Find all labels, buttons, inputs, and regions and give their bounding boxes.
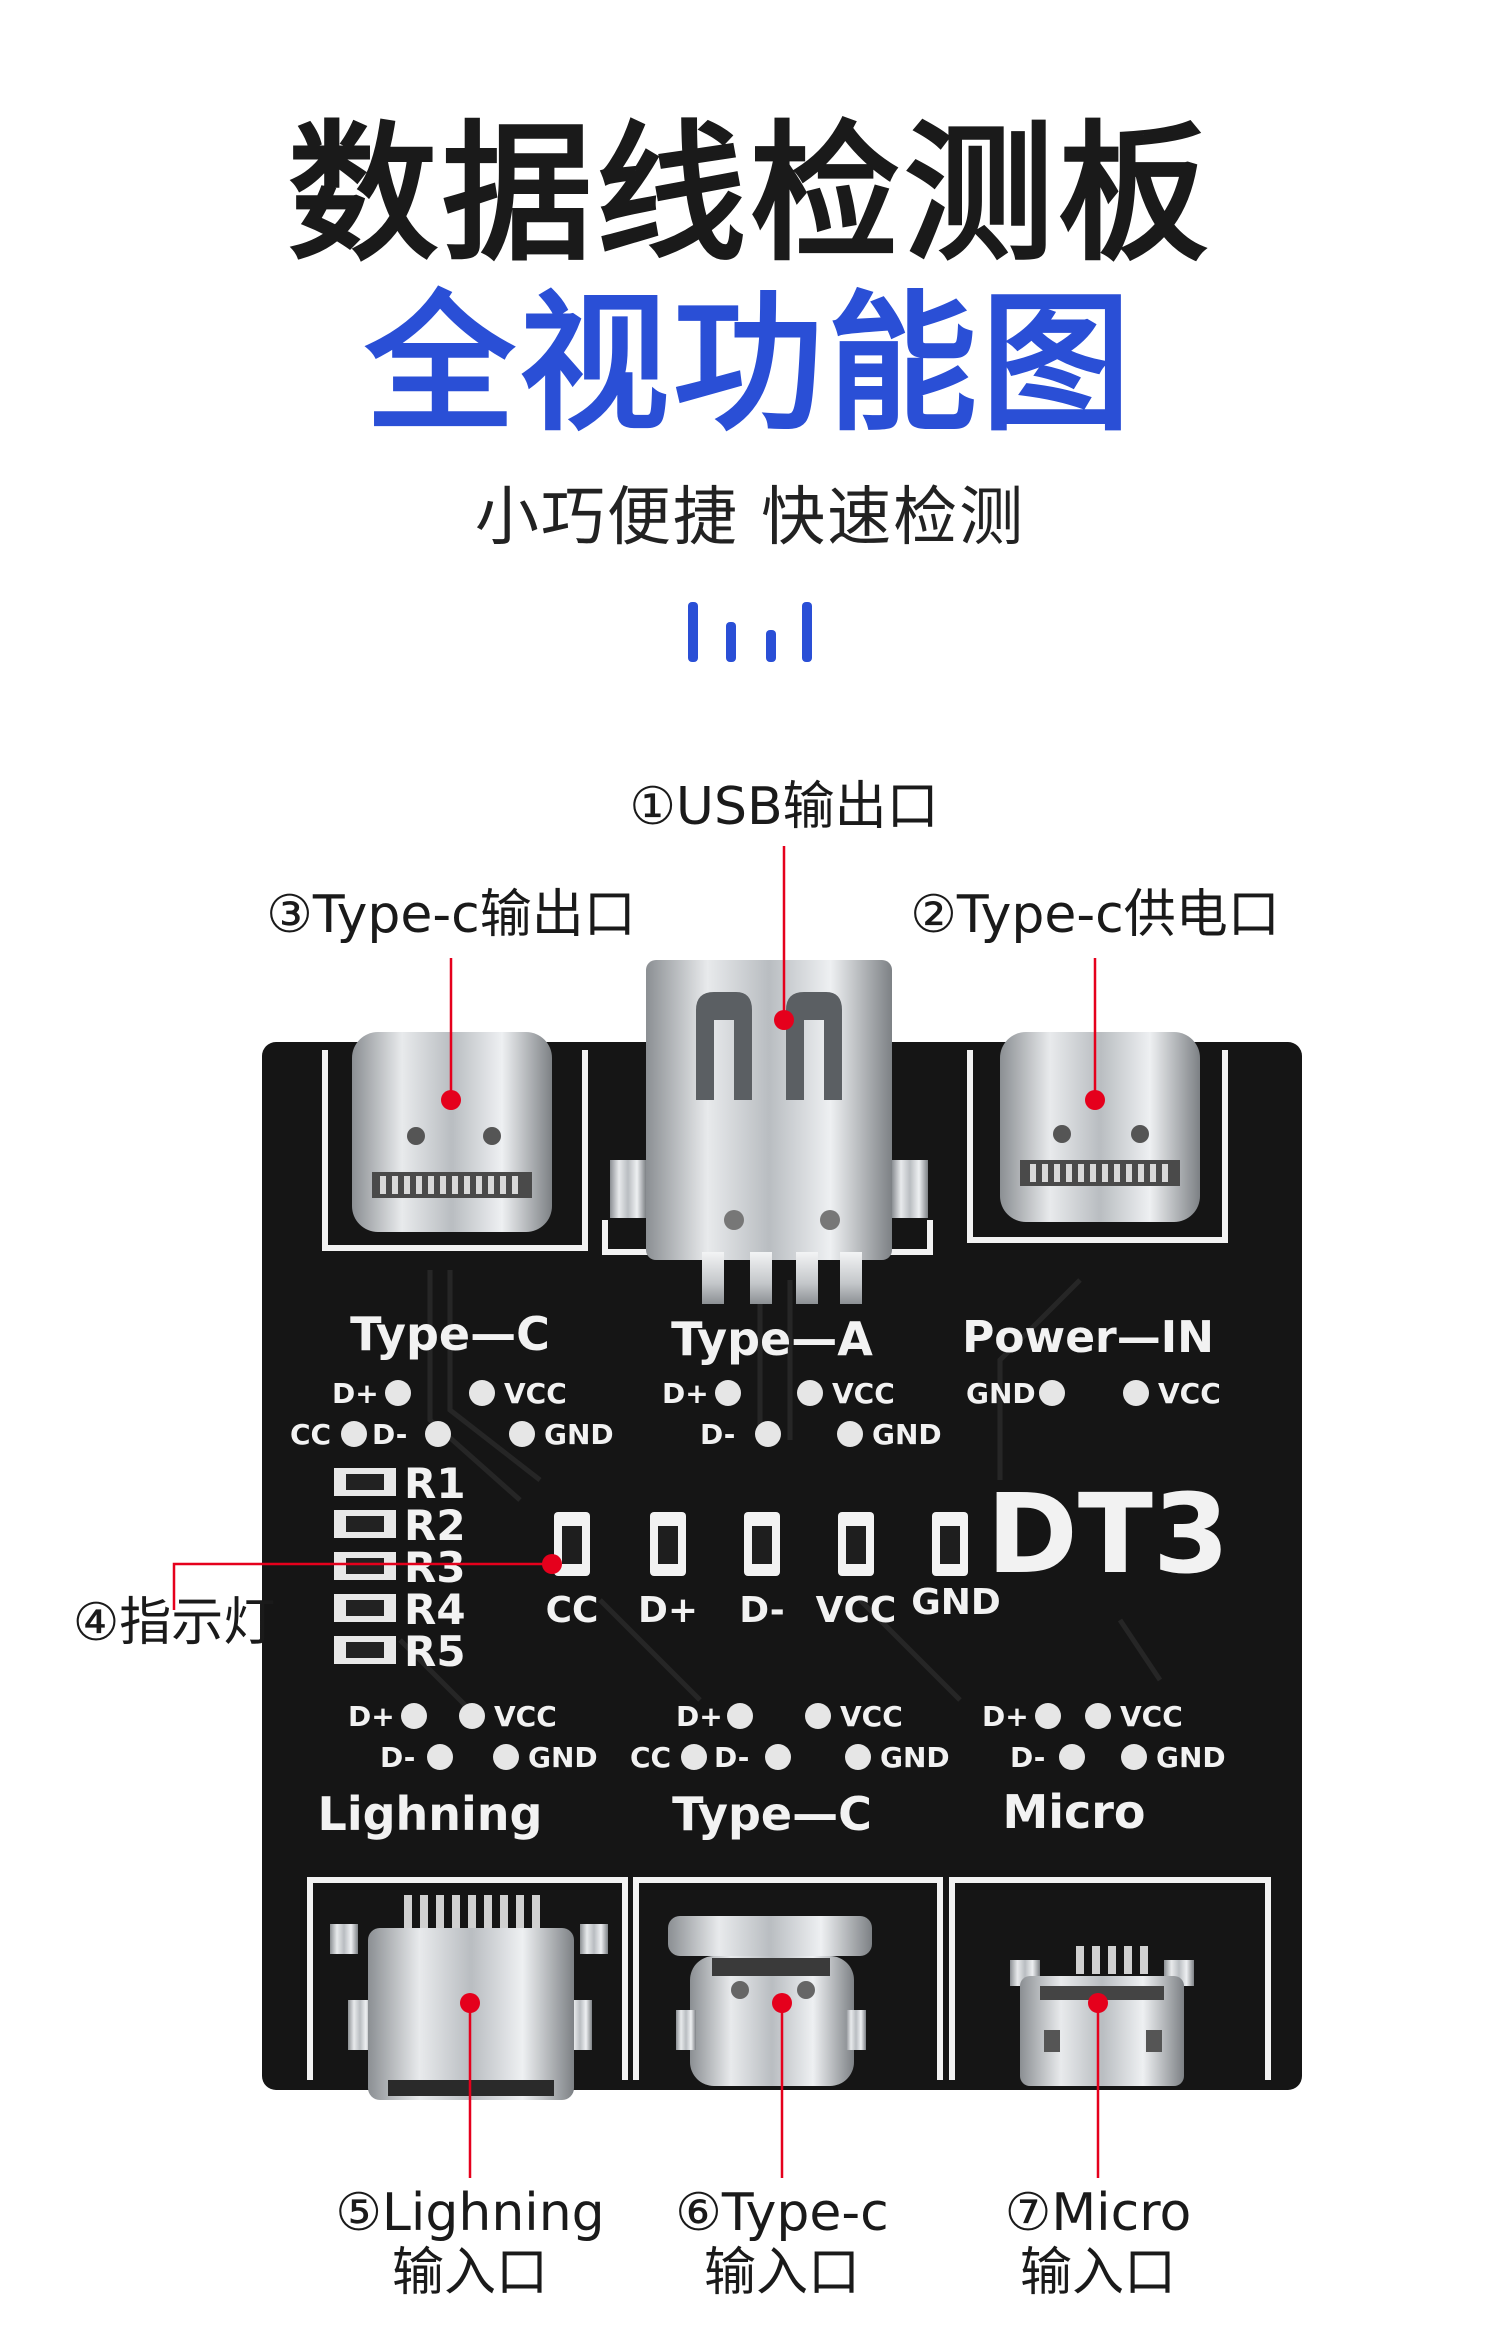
pin-label: VCC	[494, 1700, 557, 1733]
pin-label: GND	[544, 1418, 614, 1451]
callout-lines	[172, 846, 1100, 2178]
callout-dots	[441, 1010, 1108, 2013]
pin-label: D+	[348, 1700, 395, 1733]
board-model: DT3	[987, 1470, 1230, 1598]
top-pin-pads	[341, 1380, 1149, 1447]
led-label: D+	[638, 1590, 698, 1631]
pin-label: GND	[528, 1741, 598, 1774]
label-power-in: Power—IN	[962, 1312, 1214, 1363]
pin-label: D+	[982, 1700, 1029, 1733]
resistor-label: R2	[404, 1501, 466, 1550]
led-label: VCC	[816, 1590, 897, 1631]
decorative-bars-icon	[686, 598, 814, 662]
pin-label: GND	[966, 1377, 1036, 1410]
page-title-highlight: 全视功能图	[364, 278, 1135, 452]
pin-label: D-	[372, 1418, 407, 1451]
pin-label: D+	[332, 1377, 379, 1410]
pin-label: GND	[1156, 1741, 1226, 1774]
callout-micro-input-sub: 输入口	[1020, 2243, 1176, 2303]
resistor-label: R1	[404, 1459, 466, 1508]
pin-label: VCC	[1120, 1700, 1183, 1733]
pcb-board	[262, 1042, 1302, 2090]
typec-input-connector	[668, 1916, 872, 2086]
callout-micro-input: ⑦Micro	[1005, 2183, 1192, 2243]
pin-label: VCC	[504, 1377, 567, 1410]
led-label: CC	[546, 1590, 599, 1631]
pin-label: CC	[290, 1418, 331, 1451]
pin-label: VCC	[840, 1700, 903, 1733]
label-typec-bottom: Type—C	[672, 1787, 872, 1841]
pin-label: D-	[1010, 1741, 1045, 1774]
page-title: 数据线检测板	[287, 108, 1212, 282]
typec-power-connector	[1000, 1032, 1200, 1222]
pin-label: D+	[676, 1700, 723, 1733]
label-micro-bottom: Micro	[1002, 1785, 1145, 1839]
callout-typec-power: ②Type-c供电口	[910, 885, 1279, 945]
pin-label: D-	[714, 1741, 749, 1774]
callout-typec-input-sub: 输入口	[704, 2243, 860, 2303]
callout-indicator: ④指示灯	[73, 1593, 276, 1653]
callout-lightning-input-sub: 输入口	[392, 2243, 548, 2303]
callout-lightning-input: ⑤Lighning	[335, 2183, 604, 2243]
callout-typec-output: ③Type-c输出口	[266, 885, 635, 945]
led-label: GND	[911, 1582, 1001, 1623]
callout-usb-output: ①USB输出口	[629, 777, 938, 837]
pin-label: VCC	[832, 1377, 895, 1410]
pin-label: D-	[380, 1741, 415, 1774]
typec-output-connector	[352, 1032, 552, 1232]
pin-label: D+	[662, 1377, 709, 1410]
resistor-label: R3	[404, 1543, 466, 1592]
bottom-pin-pads	[401, 1703, 1147, 1770]
pin-label: GND	[872, 1418, 942, 1451]
pin-label: VCC	[1158, 1377, 1221, 1410]
usb-a-output-connector	[610, 960, 928, 1304]
indicator-leds: CC D+ D- VCC GND	[546, 1512, 1001, 1631]
resistor-label: R5	[404, 1627, 466, 1676]
callout-typec-input: ⑥Type-c	[675, 2183, 888, 2243]
resistor-column: R1 R2 R3 R4 R5	[334, 1459, 466, 1676]
pin-label: GND	[880, 1741, 950, 1774]
pin-label: D-	[700, 1418, 735, 1451]
resistor-label: R4	[404, 1585, 466, 1634]
pin-label: CC	[630, 1741, 671, 1774]
label-typea-top: Type—A	[671, 1312, 873, 1366]
led-label: D-	[739, 1590, 785, 1631]
label-lightning-bottom: Lighning	[318, 1787, 543, 1841]
label-typec-top: Type—C	[350, 1307, 550, 1361]
page-subtitle: 小巧便捷 快速检测	[474, 481, 1026, 555]
micro-input-connector	[1010, 1946, 1194, 2086]
